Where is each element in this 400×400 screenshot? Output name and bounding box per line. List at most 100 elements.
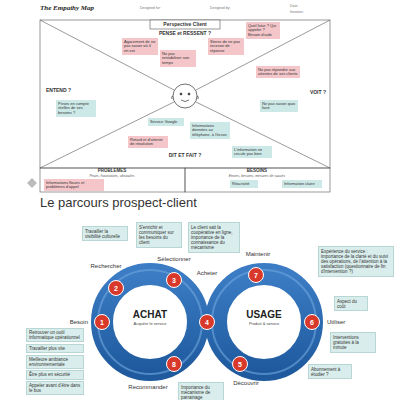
step-name: Besoin: [70, 319, 88, 326]
callout-text: Expérience du service : importance de la…: [321, 249, 391, 275]
pain-sticky-note: Retard et d'attente de résolution: [128, 136, 168, 148]
note-text: Réactivité: [232, 182, 256, 187]
journey-callout: Importance du mécanisme de parrainage: [178, 382, 224, 400]
section-title: Le parcours prospect-client: [40, 196, 197, 210]
callout-number: 5: [238, 361, 242, 368]
note-text: Information claire: [284, 182, 320, 187]
persona-header-box: [150, 20, 220, 29]
row-heading: BESOINS: [247, 169, 267, 174]
note-text: Service Google: [150, 120, 182, 125]
loop-highlight: [98, 270, 202, 374]
journey-callout: Expérience du service : importance de la…: [318, 246, 394, 277]
step-name: Sélectionner: [157, 256, 190, 263]
problems-cell: [40, 168, 185, 192]
need-text: Meilleure ambiance environnementale: [29, 357, 81, 367]
persona-header: Perspective Client: [163, 22, 206, 28]
note-text: Ne pas répondre aux attentes de ses clie…: [258, 68, 298, 77]
need-item-box: Travailler plus vite: [26, 344, 84, 353]
step-name: Maintenir: [246, 251, 271, 258]
phase-name: USAGE: [246, 309, 282, 320]
callout-text: Aspect du coût: [337, 299, 365, 309]
empathy-map-frame: [40, 20, 330, 192]
need-text: Travailler plus vite: [29, 346, 81, 351]
note-text: Prises en compte réelles de ses besoins …: [58, 102, 94, 116]
step-number-circle: 6: [304, 314, 320, 330]
form-field-label: Designed by:: [210, 7, 230, 11]
need-item-box: Appeler avant d'être dans le bus: [26, 381, 84, 395]
quadrant-heading: DIT ET FAIT ?: [169, 153, 202, 159]
step-number-circle: 3: [166, 272, 182, 288]
face-ear: [197, 96, 198, 99]
diamond-mark: [27, 178, 37, 188]
note-text: Quel futur ? Qui appeler ? Besoin d'aide: [248, 24, 278, 38]
row-subheading: Peurs, frustrations, obstacles: [89, 175, 134, 179]
need-item-box: Être plus en sécurité: [26, 370, 84, 379]
needs-cell: [185, 168, 330, 192]
divider-line: [196, 20, 330, 90]
journey-callout: Abonnement à étudier ?: [308, 364, 352, 379]
journey-callout: Aspect du coût: [334, 296, 368, 311]
step-number-circle: 7: [248, 267, 264, 283]
need-item-box: Meilleure ambiance environnementale: [26, 355, 84, 369]
callout-text: S'enrichir et communiquer sur les besoin…: [139, 225, 179, 246]
insight-sticky-note: L'information ne circule pas bien: [232, 146, 272, 158]
form-field-label: Date:: [290, 5, 298, 9]
quadrant-heading: PENSE et RESSENT ?: [159, 31, 211, 37]
note-text: Informations floues et problèmes d'appel: [46, 181, 102, 190]
callout-number: 3: [172, 277, 176, 284]
insight-sticky-note: Informations données au téléphone, à l'é…: [190, 122, 230, 139]
infinity-loop: [98, 270, 316, 374]
map-border: [40, 20, 330, 168]
map-title: The Empathy Map: [40, 5, 94, 13]
note-text: Agacement de ne pas savoir où il en est: [124, 40, 156, 54]
callout-text: Le client sait la coopérative en ligne, …: [191, 225, 237, 251]
row-heading: PROBLEMES: [98, 169, 127, 174]
face-ear: [172, 96, 173, 99]
note-text: L'information ne circule pas bien: [234, 148, 270, 157]
pain-sticky-note: Stress de ne pas recevoir de réponse: [208, 38, 244, 55]
callout-text: Interventions gratuites à la minute: [333, 335, 373, 351]
phase-name: ACHAT: [133, 309, 167, 320]
form-field-label: Designed for:: [140, 7, 161, 11]
face-mouth: [181, 100, 189, 102]
phase-subtitle: Acquérir le service: [134, 322, 167, 326]
callout-number: 8: [172, 361, 176, 368]
need-text: Retrouver un outil informatique opératio…: [29, 330, 81, 340]
pain-sticky-note: Ne pas répondre aux attentes de ses clie…: [256, 66, 300, 78]
callout-number: 4: [205, 319, 209, 326]
form-field-label: Iteration:: [290, 11, 304, 15]
callout-number: 1: [100, 319, 104, 326]
insight-sticky-note: Ne pas savoir quoi faire: [260, 100, 298, 112]
step-number-circle: 2: [108, 280, 124, 296]
journey-callout: Travailler la visibilité culturelle: [82, 226, 128, 241]
pain-sticky-note: Informations floues et problèmes d'appel: [44, 179, 104, 191]
step-number-circle: 5: [232, 356, 248, 372]
achat-loop: [102, 274, 198, 370]
usage-loop: [216, 274, 312, 370]
step-number-circle: 4: [199, 314, 215, 330]
need-text: Appeler avant d'être dans le bus: [29, 383, 81, 393]
note-text: Informations données au téléphone, à l'é…: [192, 124, 228, 138]
step-name: Découvrir: [233, 380, 259, 387]
insight-sticky-note: Réactivité: [230, 180, 258, 188]
step-number-circle: 8: [166, 356, 182, 372]
pain-sticky-note: Ne pas rentabiliser son temps: [160, 50, 196, 67]
insight-sticky-note: Information claire: [282, 180, 322, 188]
divider-line: [40, 102, 174, 168]
need-item-box: Retrouver un outil informatique opératio…: [26, 328, 84, 342]
callout-text: Travailler la visibilité culturelle: [85, 229, 125, 239]
step-number-circle: 1: [94, 314, 110, 330]
face-eye: [188, 93, 190, 95]
callout-text: Abonnement à étudier ?: [311, 367, 349, 377]
divider-line: [40, 20, 174, 90]
step-name: Rechercher: [90, 263, 121, 270]
callout-number: 2: [114, 285, 118, 292]
insight-sticky-note: Prises en compte réelles de ses besoins …: [56, 100, 96, 117]
journey-callout: Interventions gratuites à la minute: [330, 332, 376, 353]
callout-number: 7: [254, 272, 258, 279]
insight-sticky-note: Service Google: [148, 118, 184, 126]
need-text: Être plus en sécurité: [29, 372, 81, 377]
journey-callout: S'enrichir et communiquer sur les besoin…: [136, 222, 182, 248]
quadrant-heading: VOIT ?: [310, 90, 326, 96]
